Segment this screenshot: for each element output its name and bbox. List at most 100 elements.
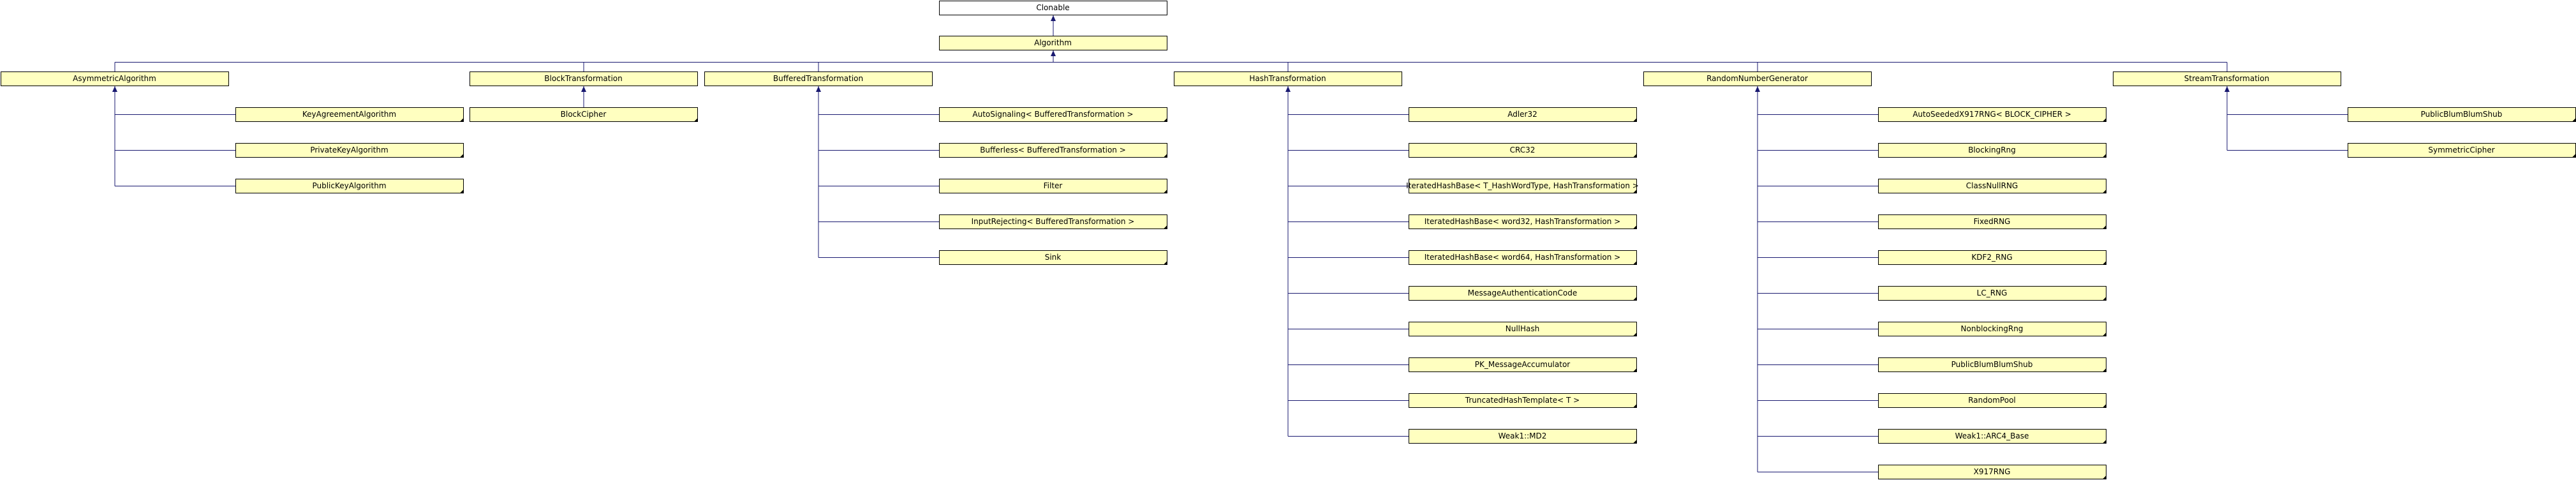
class-node-fixedrng[interactable]: FixedRNG — [1878, 214, 2106, 229]
class-node-iteratedhashbase-t-hashwordtype-hashtransformation[interactable]: IteratedHashBase< T_HashWordType, HashTr… — [1406, 179, 1639, 193]
fold-corner-icon — [2103, 404, 2106, 408]
class-label: PublicBlumBlumShub — [1951, 360, 2033, 369]
class-node-sink[interactable]: Sink — [939, 250, 1167, 265]
class-node-blocktransformation[interactable]: BlockTransformation — [470, 71, 698, 86]
class-node-randompool[interactable]: RandomPool — [1878, 393, 2106, 408]
class-node-messageauthenticationcode[interactable]: MessageAuthenticationCode — [1409, 286, 1637, 301]
class-label: HashTransformation — [1249, 74, 1326, 83]
class-node-privatekeyalgorithm[interactable]: PrivateKeyAlgorithm — [235, 143, 464, 158]
arrow-up-icon — [2224, 86, 2230, 92]
class-box — [1878, 393, 2106, 408]
class-box — [1174, 71, 1402, 86]
class-label: NonblockingRng — [1961, 324, 2024, 333]
class-label: Algorithm — [1034, 38, 1072, 47]
class-box — [1878, 179, 2106, 193]
class-node-symmetriccipher[interactable]: SymmetricCipher — [2348, 143, 2576, 158]
class-label: FixedRNG — [1974, 217, 2011, 226]
fold-corner-icon — [460, 190, 464, 193]
fold-corner-icon — [1164, 261, 1167, 265]
class-label: X917RNG — [1974, 467, 2011, 476]
fold-corner-icon — [2103, 154, 2106, 158]
class-box — [939, 107, 1167, 122]
fold-corner-icon — [460, 154, 464, 158]
class-node-streamtransformation[interactable]: StreamTransformation — [2113, 71, 2341, 86]
class-box — [1878, 465, 2106, 479]
class-node-nullhash[interactable]: NullHash — [1409, 322, 1637, 336]
class-node-publicblumblumshub[interactable]: PublicBlumBlumShub — [2348, 107, 2576, 122]
fold-corner-icon — [1633, 154, 1637, 158]
class-node-bufferedtransformation[interactable]: BufferedTransformation — [704, 71, 933, 86]
class-label: BlockingRng — [1968, 146, 2016, 154]
class-node-adler32[interactable]: Adler32 — [1409, 107, 1637, 122]
class-node-algorithm[interactable]: Algorithm — [939, 36, 1167, 50]
class-node-publickeyalgorithm[interactable]: PublicKeyAlgorithm — [235, 179, 464, 193]
fold-corner-icon — [694, 118, 698, 122]
class-node-bufferless-bufferedtransformation[interactable]: Bufferless< BufferedTransformation > — [939, 143, 1167, 158]
class-box — [235, 143, 464, 158]
class-node-publicblumblumshub[interactable]: PublicBlumBlumShub — [1878, 357, 2106, 372]
class-box — [2113, 71, 2341, 86]
class-label: AutoSignaling< BufferedTransformation > — [972, 110, 1133, 119]
class-box — [1, 71, 229, 86]
class-node-kdf2-rng[interactable]: KDF2_RNG — [1878, 250, 2106, 265]
class-label: PublicKeyAlgorithm — [312, 181, 386, 190]
class-label: KeyAgreementAlgorithm — [302, 110, 396, 119]
fold-corner-icon — [1633, 297, 1637, 301]
arrow-up-icon — [1755, 86, 1760, 92]
arrow-up-icon — [581, 86, 586, 92]
class-node-truncatedhashtemplate-t[interactable]: TruncatedHashTemplate< T > — [1409, 393, 1637, 408]
arrow-up-icon — [1285, 86, 1291, 92]
class-node-clonable[interactable]: Clonable — [939, 1, 1167, 15]
fold-corner-icon — [1633, 118, 1637, 122]
class-node-autoseededx917rng-block-cipher[interactable]: AutoSeededX917RNG< BLOCK_CIPHER > — [1878, 107, 2106, 122]
class-box — [939, 143, 1167, 158]
class-node-x917rng[interactable]: X917RNG — [1878, 465, 2106, 479]
class-node-crc32[interactable]: CRC32 — [1409, 143, 1637, 158]
class-box — [1878, 429, 2106, 444]
class-box — [1878, 322, 2106, 336]
class-label: IteratedHashBase< word64, HashTransforma… — [1425, 253, 1620, 262]
class-box — [1643, 71, 1872, 86]
arrow-up-icon — [1051, 15, 1056, 21]
fold-corner-icon — [1633, 190, 1637, 193]
fold-corner-icon — [1633, 225, 1637, 229]
class-box — [1409, 322, 1637, 336]
class-label: TruncatedHashTemplate< T > — [1465, 396, 1580, 405]
class-box — [1409, 179, 1637, 193]
class-label: IteratedHashBase< word32, HashTransforma… — [1425, 217, 1620, 226]
arrow-up-icon — [112, 86, 117, 92]
class-node-randomnumbergenerator[interactable]: RandomNumberGenerator — [1643, 71, 1872, 86]
class-node-hashtransformation[interactable]: HashTransformation — [1174, 71, 1402, 86]
class-node-autosignaling-bufferedtransformation[interactable]: AutoSignaling< BufferedTransformation > — [939, 107, 1167, 122]
class-label: AutoSeededX917RNG< BLOCK_CIPHER > — [1913, 110, 2071, 119]
class-node-classnullrng[interactable]: ClassNullRNG — [1878, 179, 2106, 193]
class-node-iteratedhashbase-word32-hashtransformation[interactable]: IteratedHashBase< word32, HashTransforma… — [1409, 214, 1637, 229]
class-node-lc-rng[interactable]: LC_RNG — [1878, 286, 2106, 301]
class-node-blockingrng[interactable]: BlockingRng — [1878, 143, 2106, 158]
class-label: Filter — [1044, 181, 1063, 190]
class-node-weak1-md2[interactable]: Weak1::MD2 — [1409, 429, 1637, 444]
fold-corner-icon — [1633, 440, 1637, 444]
class-box — [939, 1, 1167, 15]
fold-corner-icon — [2103, 476, 2106, 479]
class-box — [939, 179, 1167, 193]
class-node-asymmetricalgorithm[interactable]: AsymmetricAlgorithm — [1, 71, 229, 86]
class-box — [1409, 429, 1637, 444]
class-node-blockcipher[interactable]: BlockCipher — [470, 107, 698, 122]
class-node-iteratedhashbase-word64-hashtransformation[interactable]: IteratedHashBase< word64, HashTransforma… — [1409, 250, 1637, 265]
arrow-up-icon — [1051, 50, 1056, 56]
class-node-keyagreementalgorithm[interactable]: KeyAgreementAlgorithm — [235, 107, 464, 122]
class-node-nonblockingrng[interactable]: NonblockingRng — [1878, 322, 2106, 336]
class-node-weak1-arc4-base[interactable]: Weak1::ARC4_Base — [1878, 429, 2106, 444]
class-node-inputrejecting-bufferedtransformation[interactable]: InputRejecting< BufferedTransformation > — [939, 214, 1167, 229]
class-label: KDF2_RNG — [1971, 253, 2012, 262]
fold-corner-icon — [2103, 440, 2106, 444]
class-label: LC_RNG — [1977, 289, 2008, 297]
class-label: SymmetricCipher — [2428, 146, 2494, 154]
class-label: Clonable — [1036, 3, 1069, 12]
class-node-pk-messageaccumulator[interactable]: PK_MessageAccumulator — [1409, 357, 1637, 372]
class-label: AsymmetricAlgorithm — [73, 74, 156, 83]
class-node-filter[interactable]: Filter — [939, 179, 1167, 193]
